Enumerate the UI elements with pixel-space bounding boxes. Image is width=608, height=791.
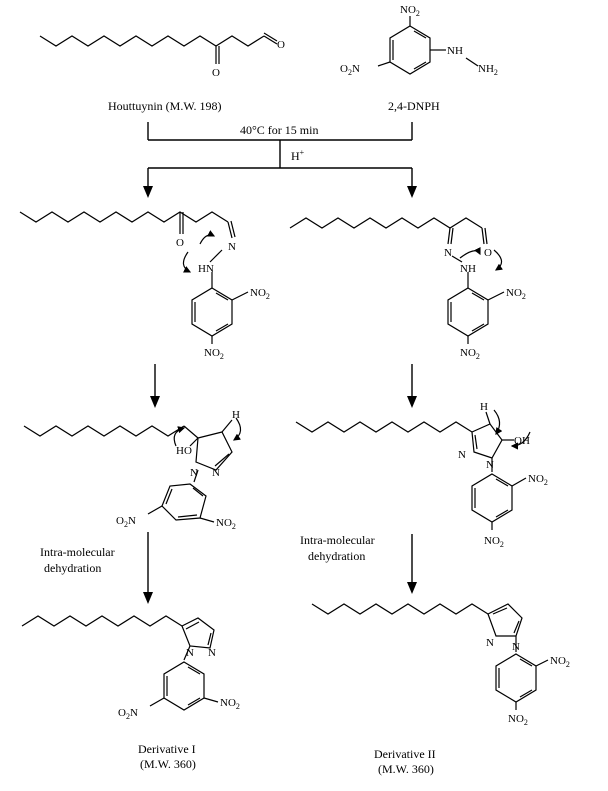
dehydration-arrows	[143, 532, 417, 604]
no2-label: NO2	[528, 473, 548, 487]
houttuynin-structure: O O	[39, 32, 285, 79]
cyclization-arrows	[150, 364, 417, 408]
left-pyrazoline-structure	[23, 417, 242, 523]
atom-n: N	[212, 467, 220, 479]
dnph-structure	[377, 16, 479, 75]
atom-n: N	[228, 241, 236, 253]
derivative-1-mw: (M.W. 360)	[140, 757, 196, 771]
dehydration-label-line2: dehydration	[44, 561, 101, 575]
no2-label: NO2	[550, 655, 570, 669]
o2n-label: O2N	[118, 707, 138, 721]
atom-n: N	[186, 647, 194, 659]
atom-n: N	[190, 467, 198, 479]
atom-hn: HN	[198, 263, 214, 275]
no2-label: NO2	[216, 517, 236, 531]
combining-bracket	[143, 122, 417, 198]
atom-n: N	[486, 637, 494, 649]
right-hydrazone-structure	[289, 217, 505, 344]
reaction-conditions: 40°C for 15 min	[240, 123, 318, 137]
atom-nh: NH	[447, 45, 463, 57]
atom-o: O	[212, 67, 220, 79]
dehydration-label-line1: Intra-molecular	[300, 533, 375, 547]
no2-label: NO2	[250, 287, 270, 301]
no2-label: NO2	[506, 287, 526, 301]
no2-label: NO2	[508, 713, 528, 727]
derivative-2-structure	[311, 603, 549, 710]
derivative-2-name: Derivative II	[374, 747, 436, 761]
derivative-1-structure	[21, 615, 219, 711]
atom-o: O	[484, 247, 492, 259]
no2-label: NO2	[400, 4, 420, 18]
atom-o: O	[176, 237, 184, 249]
o2n-label: O2N	[340, 63, 360, 77]
no2-label: NO2	[204, 347, 224, 361]
dnph-label: 2,4-DNPH	[388, 99, 440, 113]
o2n-label: O2N	[116, 515, 136, 529]
atom-n: N	[208, 647, 216, 659]
atom-h: H	[480, 401, 488, 413]
dehydration-label-line1: Intra-molecular	[40, 545, 115, 559]
atom-o: O	[277, 39, 285, 51]
right-pyrazoline-structure	[295, 409, 531, 530]
acid-catalyst: H+	[291, 148, 305, 163]
dehydration-label-line2: dehydration	[308, 549, 365, 563]
atom-n: N	[458, 449, 466, 461]
houttuynin-label: Houttuynin (M.W. 198)	[108, 99, 222, 113]
no2-label: NO2	[220, 697, 240, 711]
atom-n: N	[512, 641, 520, 653]
atom-n: N	[444, 247, 452, 259]
derivative-1-name: Derivative I	[138, 742, 196, 756]
left-hydrazone-structure	[19, 211, 249, 344]
atom-n: N	[486, 459, 494, 471]
no2-label: NO2	[484, 535, 504, 549]
atom-h: H	[232, 409, 240, 421]
atom-ho: HO	[176, 445, 192, 457]
atom-nh: NH	[460, 263, 476, 275]
no2-label: NO2	[460, 347, 480, 361]
atom-oh: OH	[514, 435, 530, 447]
derivative-2-mw: (M.W. 360)	[378, 762, 434, 776]
nh2-label: NH2	[478, 63, 498, 77]
